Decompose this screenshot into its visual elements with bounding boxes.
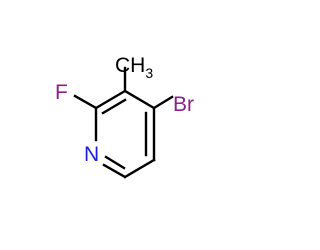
bond-c4-br xyxy=(152,95,174,110)
methyl-symbol: CH xyxy=(115,54,145,77)
nitrogen-label: N xyxy=(84,143,99,166)
bond-c6-n1-inner xyxy=(104,155,126,170)
bond-c3-c4 xyxy=(123,89,156,110)
bond-c5-c6 xyxy=(123,158,156,179)
methyl-label: CH3 xyxy=(115,54,153,81)
bond-c2-f xyxy=(73,94,98,110)
bond-c2-c3 xyxy=(94,89,127,110)
bond-c6-n1 xyxy=(102,163,127,179)
fluorine-label: F xyxy=(55,81,68,104)
methyl-subscript: 3 xyxy=(145,65,153,81)
bond-c2-c3-inner xyxy=(101,98,127,115)
molecule-structure: F CH3 Br N xyxy=(55,54,194,179)
bromine-label: Br xyxy=(173,93,194,116)
